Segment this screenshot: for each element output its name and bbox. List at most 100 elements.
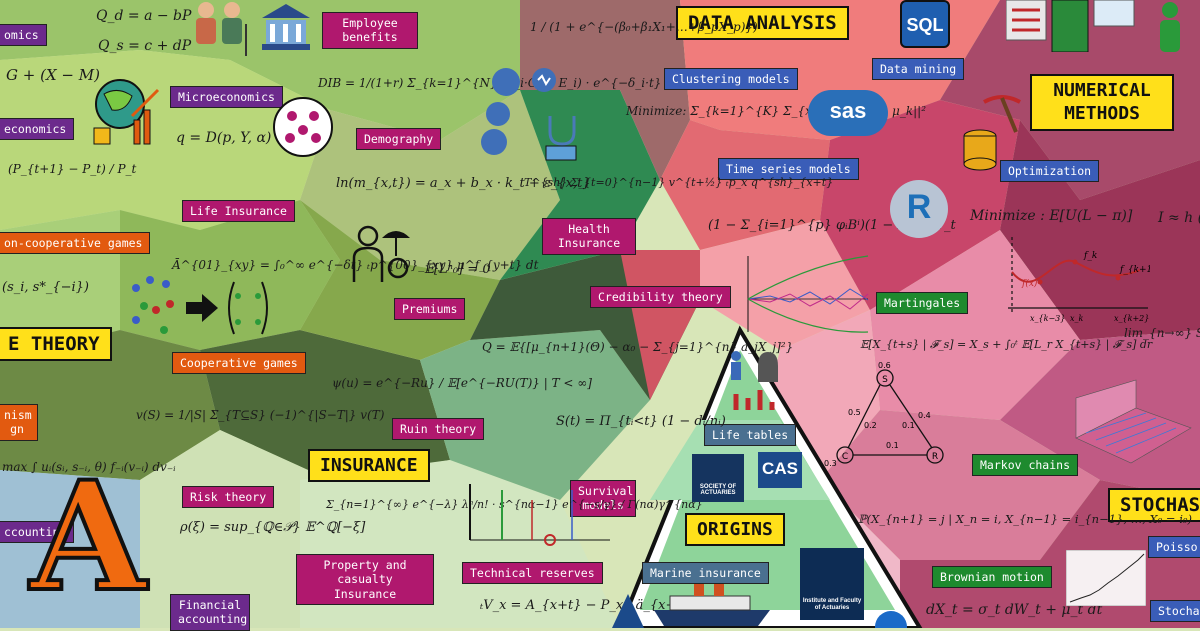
title-data-analysis: DATA ANALYSIS (676, 6, 849, 40)
pickaxe-icon (983, 95, 1021, 133)
label-premiums: Premiums (394, 298, 466, 321)
label-non-cooperative-games: on-cooperative games (0, 232, 151, 255)
markov-state-c: C (842, 452, 848, 462)
eq-risk-measure: ρ(ξ) = sup_{ℚ∈𝒫} 𝔼^ℚ[−ξ] (180, 520, 366, 535)
opt-point-fk1: f_{k+1} (1119, 265, 1150, 275)
label-optimization: Optimization (1000, 160, 1100, 183)
title-origins: ORIGINS (685, 513, 785, 546)
eq-claims: Σ_{n=1}^{∞} e^{−λ} λⁿ/n! · s^{nα−1} e^{−… (326, 498, 703, 511)
label-martingales: Martingales (876, 292, 969, 315)
eq-nash: (s_i, s*_{−i}) (2, 280, 90, 295)
globe-coins-icon (93, 79, 160, 145)
label-accounting: ccounting (0, 521, 75, 544)
markov-prob-3: 0.4 (918, 411, 931, 420)
label-mechanism-design: nism gn (0, 404, 38, 441)
markov-prob-4: 0.1 (902, 421, 915, 430)
label-employee-benefits: Employee benefits (322, 12, 418, 49)
label-brownian-motion: Brownian motion (932, 566, 1052, 589)
markov-prob-1: 0.5 (848, 408, 861, 417)
bank-building-icon (262, 4, 310, 50)
title-stochastic: STOCHAS (1108, 488, 1200, 522)
health-icons (481, 68, 556, 155)
label-time-series-models: Time series models (718, 158, 859, 181)
eq-utility: max ∫ uᵢ(sᵢ, s₋ᵢ, θ) f₋ᵢ(v₋ᵢ) dv₋ᵢ (2, 460, 176, 474)
label-ruin-theory: Ruin theory (392, 418, 485, 441)
label-life-insurance: Life Insurance (182, 200, 295, 223)
eq-martingale: 𝔼[X_{t+s} | 𝓕_s] = X_s + ∫₀ᵗ 𝔼[L_r X_{t+… (860, 338, 1153, 351)
cas-logo-text: CAS (762, 459, 798, 478)
label-risk-theory: Risk theory (182, 486, 275, 509)
eq-limit: lim_{n→∞} S_n / n (1124, 326, 1200, 340)
label-property-casualty: Property and casualty Insurance (296, 554, 434, 606)
bank-logo-fragment-icon (612, 594, 644, 628)
soa-logo-text: SOCIETY OF ACTUARIES (699, 484, 737, 496)
label-cooperative-games: Cooperative games (172, 352, 306, 375)
label-life-tables: Life tables (704, 424, 797, 447)
eq-lee-carter: ln(m_{x,t}) = a_x + b_x · k_t + ε_{x,t} (336, 176, 591, 191)
optimization-plot: f(x) f_k f_{k+1} x_{k−3} x_k x_{k+2} (1008, 237, 1150, 323)
eq-reserve: ₜV_x = A_{x+t} − P_x · ä_{x+t} (480, 598, 690, 613)
eq-credibility: Q = 𝔼{[μ_{n+1}(Θ) − α₀ − Σ_{j=1}^{n} a_j… (482, 340, 794, 354)
markov-state-r: R (932, 452, 938, 462)
label-markov-chains: Markov chains (972, 454, 1079, 477)
shield-badge-icon (875, 611, 907, 628)
title-numerical-methods: NUMERICAL METHODS (1030, 74, 1174, 131)
opt-tick-2: x_{k+2} (1114, 314, 1149, 323)
cas-logo: CAS (758, 452, 802, 488)
title-insurance: INSURANCE (308, 449, 430, 482)
markov-prob-0: 0.6 (878, 361, 891, 370)
population-icon (273, 97, 333, 157)
time-series-plot (747, 255, 869, 333)
markov-prob-5: 0.1 (886, 441, 899, 450)
eq-ruin: ψ(u) = e^{−Ru} / 𝔼[e^{−RU(T)} | T < ∞] (332, 376, 592, 390)
eq-markov: ℙ(X_{n+1} = j | X_n = i, X_{n−1} = i_{n−… (858, 512, 1192, 526)
elderly-couple-icon (196, 2, 247, 56)
label-data-mining: Data mining (872, 58, 965, 81)
sql-logo: SQL (900, 0, 950, 48)
label-microeconomics: Microeconomics (170, 86, 283, 109)
label-financial-accounting: Financial accounting (170, 594, 250, 631)
title-game-theory: E THEORY (0, 327, 112, 361)
eq-shapley: v(S) = 1/|S| Σ_{T⊆S} (−1)^{|S−T|} v(T) (136, 408, 385, 422)
markov-prob-6: 0.3 (824, 459, 837, 468)
label-survival-models: Survival models (570, 480, 636, 517)
r-logo-text: R (906, 188, 932, 226)
markov-chain-diagram: S C R 0.6 0.5 0.2 0.4 0.1 0.1 0.3 (824, 361, 944, 468)
opt-tick-0: x_{k−3} (1030, 314, 1065, 323)
eq-demand-fn: q = D(p, Y, α) (176, 130, 272, 146)
umbrella-investor-icon (352, 225, 410, 282)
eq-expected-loss: 𝔼[Lⁿ₀] = 0 (424, 262, 491, 277)
label-demography: Demography (356, 128, 442, 151)
label-clustering-models: Clustering models (664, 68, 798, 91)
family-tombstone-icon (731, 351, 778, 410)
r-logo: R (890, 180, 948, 238)
eq-supply: Q_s = c + dP (98, 38, 192, 54)
eq-demand: Q_d = a − bP (96, 8, 192, 24)
person-icon (1160, 2, 1180, 52)
label-poisson: Poisso (1148, 536, 1200, 559)
surface-plot (1075, 379, 1192, 464)
stethoscope-icon (545, 116, 577, 161)
ship-icon (654, 584, 770, 626)
eq-integral-approx: I ≈ h ( (1158, 210, 1200, 226)
cooperative-players-icon (132, 276, 268, 335)
sas-logo-text: sas (829, 98, 867, 123)
label-marine-insurance: Marine insurance (642, 562, 769, 585)
label-economics-mid: economics (0, 118, 75, 141)
data-dashboard-icon (1006, 0, 1135, 52)
eq-inflation: (P_{t+1} − P_t) / P_t (8, 162, 137, 176)
brand-letter-logo: A (28, 449, 148, 625)
opt-point-fx: f(x) (1021, 278, 1038, 289)
ifoa-logo-text: Institute and Faculty of Actuaries (802, 598, 862, 611)
brownian-plot (1066, 550, 1146, 606)
eq-loss: Minimize : E[U(L − π)] (970, 208, 1133, 224)
markov-state-s: S (882, 375, 888, 385)
reserves-chart-icon (469, 484, 610, 546)
database-icon (963, 129, 997, 171)
opt-point-fk: f_k (1083, 251, 1097, 261)
label-stochastic-small: Stocha (1150, 600, 1200, 623)
label-technical-reserves: Technical reserves (462, 562, 603, 585)
label-economics-top: omics (0, 24, 47, 47)
sql-logo-text: SQL (906, 15, 944, 35)
markov-prob-2: 0.2 (864, 421, 877, 430)
